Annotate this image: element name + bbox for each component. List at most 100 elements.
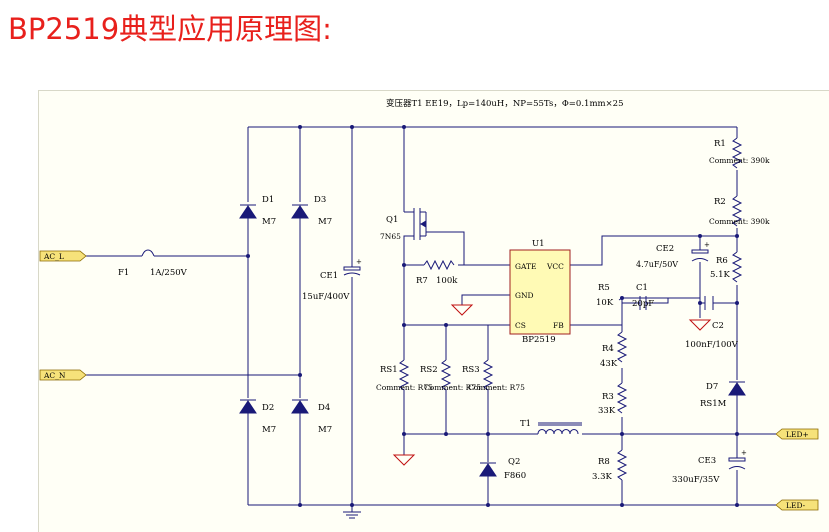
resistor-r7-ref: R7 (416, 276, 428, 286)
diode-d1-value: M7 (262, 217, 276, 227)
diode-d1-ref: D1 (262, 195, 274, 205)
ground-symbol-ce2 (688, 319, 712, 331)
port-ac-n-label: AC_N (43, 371, 66, 380)
ic-pin-gate: GATE (515, 262, 536, 271)
diode-d1[interactable]: D1 M7 (239, 195, 276, 227)
ic-u1-name: BP2519 (522, 335, 556, 345)
resistor-r1-comment: Comment: 390k (709, 156, 770, 165)
wires (86, 126, 768, 512)
ic-pin-gnd: GND (515, 291, 534, 300)
port-ac-l[interactable]: AC_L (39, 250, 87, 262)
resistor-rs3-comment: Comment: R75 (468, 383, 525, 392)
mosfet-q1[interactable]: Q1 7N65 (380, 208, 427, 241)
resistor-r1[interactable]: R1 Comment: 390k (709, 137, 770, 169)
resistor-r3-value: 33K (598, 406, 616, 416)
resistor-r3-ref: R3 (602, 392, 614, 402)
resistor-r5-ref: R5 (598, 283, 610, 293)
resistor-r6-ref: R6 (716, 256, 728, 266)
resistor-rs1-ref: RS1 (380, 365, 398, 375)
capacitor-c1-ref: C1 (636, 283, 648, 293)
fuse-f1-ref: F1 (118, 268, 129, 278)
diode-d7-value: RS1M (700, 399, 727, 409)
fuse-f1-value: 1A/250V (150, 268, 188, 278)
capacitor-c2[interactable]: C2 100nF/100V (685, 296, 739, 350)
diode-q2[interactable]: Q2 F860 (479, 457, 526, 481)
resistor-r1-ref: R1 (714, 139, 726, 149)
capacitor-c2-value: 100nF/100V (685, 340, 739, 350)
capacitor-c1[interactable]: C1 20pF (632, 283, 654, 310)
diode-d3[interactable]: D3 M7 (291, 195, 332, 227)
transformer-t1[interactable]: T1 (520, 419, 582, 435)
resistor-r2-comment: Comment: 390k (709, 217, 770, 226)
diode-d4[interactable]: D4 M7 (291, 399, 332, 435)
resistor-r2-ref: R2 (714, 197, 726, 207)
ic-pin-cs: CS (515, 321, 526, 330)
diode-q2-value: F860 (504, 471, 526, 481)
diode-q2-ref: Q2 (508, 457, 520, 467)
resistor-r5-value: 10K (596, 298, 614, 308)
page-heading: BP2519典型应用原理图: (8, 12, 332, 46)
port-led-minus[interactable]: LED- (775, 499, 819, 511)
diode-d7-ref: D7 (706, 382, 718, 392)
diode-d2-value: M7 (262, 425, 276, 435)
capacitor-ce2-value: 4.7uF/50V (636, 260, 678, 269)
capacitor-ce3[interactable]: + CE3 330uF/35V (672, 449, 747, 485)
resistor-r8[interactable]: R8 3.3K (592, 449, 628, 482)
ic-u1[interactable]: U1 GATE VCC GND CS FB BP2519 (509, 239, 571, 345)
resistor-r4[interactable]: R4 43K (600, 331, 628, 369)
port-led-minus-label: LED- (786, 501, 806, 510)
ic-pin-fb: FB (553, 321, 564, 330)
resistor-r4-value: 43K (600, 359, 618, 369)
ground-symbol-ic (450, 304, 474, 316)
resistor-r6[interactable]: R6 5.1K (710, 251, 743, 283)
mosfet-q1-value: 7N65 (380, 232, 401, 241)
resistor-r8-value: 3.3K (592, 472, 613, 482)
diode-d2[interactable]: D2 M7 (239, 399, 276, 435)
capacitor-ce1-value: 15uF/400V (302, 292, 350, 302)
ic-u1-ref: U1 (532, 239, 545, 249)
diode-d7[interactable]: D7 RS1M (700, 381, 746, 409)
resistor-r7-value: 100k (436, 276, 458, 286)
resistor-rs1-comment: Comment: R75 (376, 383, 433, 392)
diode-d3-value: M7 (318, 217, 332, 227)
svg-text:+: + (356, 258, 362, 266)
mosfet-q1-ref: Q1 (386, 215, 398, 225)
schematic-background (38, 90, 829, 532)
resistor-rs3-ref: RS3 (462, 365, 480, 375)
diode-d3-ref: D3 (314, 195, 326, 205)
resistor-r3[interactable]: R3 33K (598, 382, 628, 416)
port-ac-n[interactable]: AC_N (39, 369, 87, 381)
port-led-plus-label: LED+ (786, 430, 809, 439)
capacitor-c2-ref: C2 (712, 321, 724, 331)
transformer-t1-ref: T1 (520, 419, 531, 429)
resistor-rs2[interactable]: RS2 Comment: R75 (420, 359, 481, 395)
transformer-note: 变压器T1 EE19，Lp=140uH，NP=55Ts，Φ=0.1mm×25 (386, 98, 624, 109)
resistor-r4-ref: R4 (602, 344, 614, 354)
fuse-f1[interactable]: F1 1A/250V (118, 249, 188, 278)
capacitor-ce1[interactable]: + CE1 15uF/400V (302, 258, 362, 302)
resistor-rs2-ref: RS2 (420, 365, 438, 375)
capacitor-ce2[interactable]: + CE2 4.7uF/50V (636, 241, 710, 269)
diode-d4-ref: D4 (318, 403, 330, 413)
port-ac-l-label: AC_L (43, 252, 64, 261)
junctions (246, 125, 739, 507)
resistor-r6-value: 5.1K (710, 270, 731, 280)
resistor-rs1[interactable]: RS1 Comment: R75 (376, 359, 433, 395)
svg-text:+: + (741, 449, 747, 457)
capacitor-c1-value: 20pF (632, 299, 654, 309)
diode-d2-ref: D2 (262, 403, 274, 413)
resistor-r7[interactable]: R7 100k (416, 259, 458, 286)
resistor-r8-ref: R8 (598, 457, 610, 467)
port-led-plus[interactable]: LED+ (775, 428, 819, 440)
resistor-r2[interactable]: R2 Comment: 390k (709, 195, 770, 227)
ground-symbol (343, 511, 361, 519)
capacitor-ce2-ref: CE2 (656, 244, 674, 254)
ground-symbol-rs (392, 454, 416, 466)
resistor-r5[interactable]: R5 10K (596, 283, 623, 308)
resistor-rs3[interactable]: RS3 Comment: R75 (462, 359, 525, 395)
capacitor-ce1-ref: CE1 (320, 271, 338, 281)
diode-d4-value: M7 (318, 425, 332, 435)
capacitor-ce3-ref: CE3 (698, 456, 716, 466)
svg-text:+: + (704, 241, 710, 249)
